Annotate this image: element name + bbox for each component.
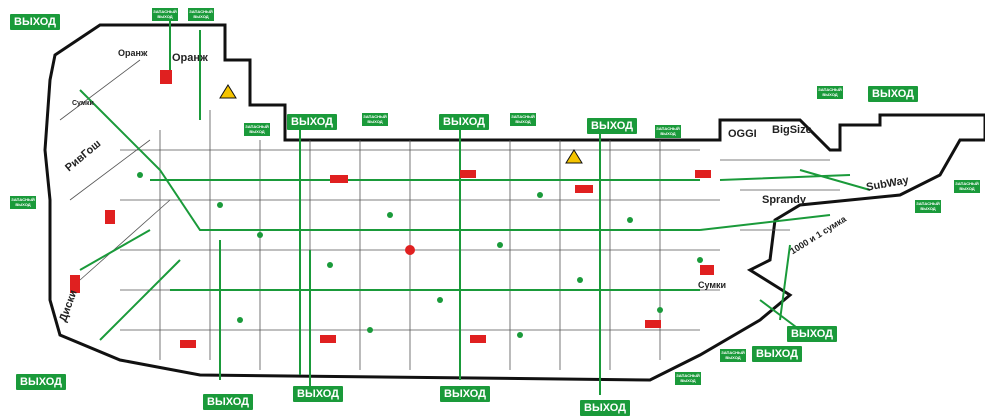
store-label: Оранж — [118, 48, 148, 58]
store-label: Sprandy — [762, 194, 807, 206]
emergency-exit-sign: ЗАПАСНЫЙ ВЫХОД — [152, 8, 178, 21]
emergency-exit-sign: ЗАПАСНЫЙ ВЫХОД — [188, 8, 214, 21]
exit-sign: ВЫХОД — [16, 374, 67, 390]
exit-sign: ВЫХОД — [787, 326, 838, 342]
fire-equipment — [70, 70, 714, 348]
evacuation-routes — [79, 20, 871, 395]
exit-sign: ВЫХОД — [287, 114, 338, 130]
emergency-exit-sign: ЗАПАСНЫЙ ВЫХОД — [817, 86, 843, 99]
hazard-icon — [219, 84, 583, 164]
emergency-exit-sign: ЗАПАСНЫЙ ВЫХОД — [655, 125, 681, 138]
building-outline — [43, 23, 985, 382]
exit-sign: ВЫХОД — [293, 386, 344, 402]
exit-sign: ВЫХОД — [587, 118, 638, 134]
store-label: Сумки — [698, 280, 727, 290]
emergency-exit-sign: ЗАПАСНЫЙ ВЫХОД — [244, 123, 270, 136]
exit-sign: ВЫХОД — [752, 346, 803, 362]
emergency-exit-sign: ЗАПАСНЫЙ ВЫХОД — [915, 200, 941, 213]
emergency-exit-sign: ЗАПАСНЫЙ ВЫХОД — [720, 349, 746, 362]
exit-sign: ВЫХОД — [203, 394, 254, 410]
exit-sign: ВЫХОД — [439, 114, 490, 130]
store-label: OGGI — [728, 128, 757, 140]
store-label: Сумки — [72, 100, 94, 107]
emergency-exit-sign: ЗАПАСНЫЙ ВЫХОД — [954, 180, 980, 193]
exit-sign: ВЫХОД — [868, 86, 919, 102]
direction-arrows — [137, 172, 703, 338]
emergency-exit-sign: ЗАПАСНЫЙ ВЫХОД — [510, 113, 536, 126]
interior-walls — [59, 59, 840, 370]
exit-sign: ВЫХОД — [10, 14, 61, 30]
store-label: BigSize — [772, 124, 812, 136]
emergency-exit-sign: ЗАПАСНЫЙ ВЫХОД — [675, 372, 701, 385]
emergency-exit-sign: ЗАПАСНЫЙ ВЫХОД — [362, 113, 388, 126]
exit-sign: ВЫХОД — [580, 400, 631, 416]
emergency-exit-sign: ЗАПАСНЫЙ ВЫХОД — [10, 196, 36, 209]
store-label: Оранж — [172, 52, 208, 64]
exit-sign: ВЫХОД — [440, 386, 491, 402]
